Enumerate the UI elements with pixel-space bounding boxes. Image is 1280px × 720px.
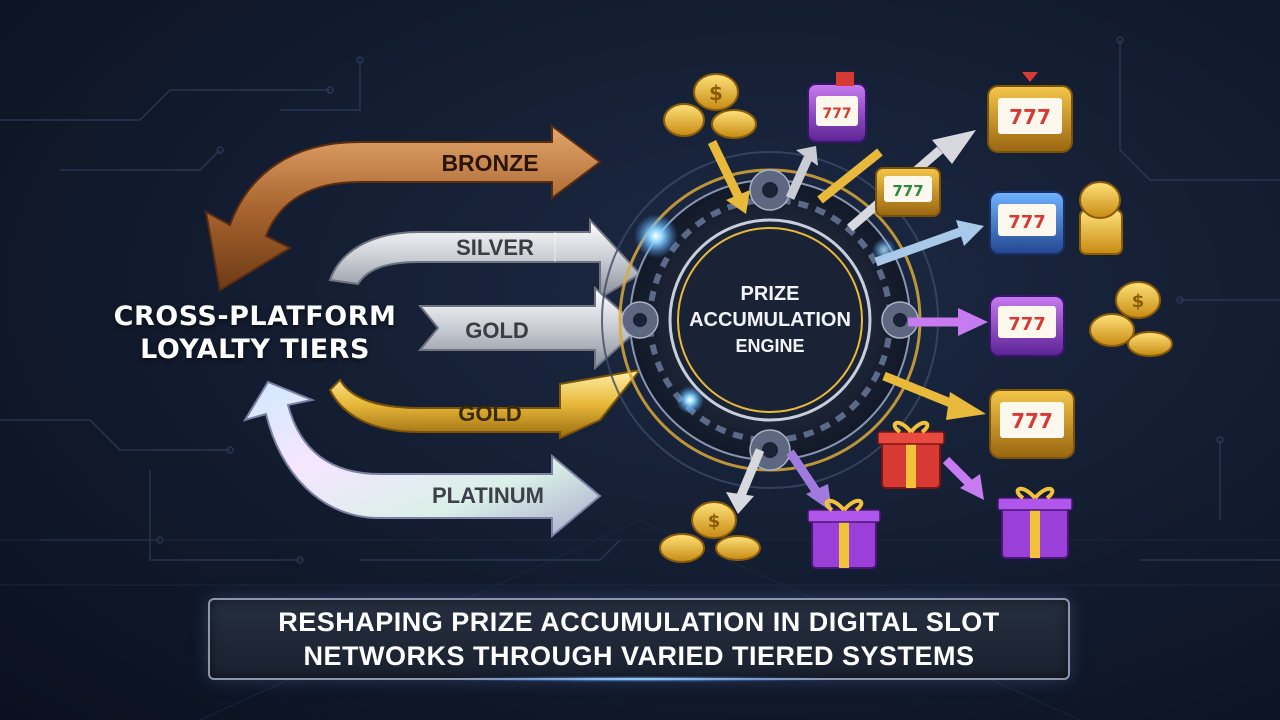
caption-line-2: NETWORKS THROUGH VARIED TIERED SYSTEMS [303,641,975,671]
tier-arrow-platinum [242,380,602,539]
slot-reels: 777 [1008,212,1046,233]
prize-accumulation-engine [601,151,939,489]
slot-reels: 777 [1009,105,1051,129]
engine-title-line-3: ENGINE [735,336,804,356]
tier-arrow-gold-silver [417,285,642,371]
tier-label-gold-2: GOLD [458,401,522,426]
slot-machine-icon [875,167,941,217]
banner-glow [440,676,840,682]
tier-label-gold-1: GOLD [465,318,529,343]
slot-reels: 777 [892,182,923,200]
slot-reels: 777 [1008,314,1046,335]
coin-stack-icon [659,501,761,563]
coin-stack-icon [1079,181,1123,255]
tier-arrow-gold [328,368,643,440]
caption-banner: RESHAPING PRIZE ACCUMULATION IN DIGITAL … [208,598,1070,680]
gift-box-icon [877,420,945,489]
slot-machine-icon [807,72,867,143]
gift-box-icon [997,486,1073,559]
engine-title-line-1: PRIZE [741,283,800,305]
engine-title-line-2: ACCUMULATION [689,309,851,331]
slot-machine-icon [989,191,1065,255]
slot-reels: 777 [1011,409,1053,433]
slot-machine-icon [987,72,1073,153]
slot-machine-icon [989,295,1065,357]
tier-label-silver: SILVER [456,235,534,260]
coin-symbol: $ [709,81,723,105]
gift-box-icon [807,498,881,569]
tier-arrow-silver [328,217,642,300]
slot-machine-icon [989,389,1075,459]
slot-reels: 777 [822,106,851,122]
coin-symbol: $ [1132,291,1145,312]
tier-label-bronze: BRONZE [441,150,538,176]
coin-symbol: $ [708,511,721,532]
loyalty-tiers-title-line-1: CROSS-PLATFORM [113,301,397,332]
loyalty-tiers-title-line-2: LOYALTY TIERS [140,334,370,365]
coin-stack-icon [1089,281,1173,357]
tier-arrow-bronze [204,124,602,292]
coin-stack-icon [663,73,757,139]
caption-line-1: RESHAPING PRIZE ACCUMULATION IN DIGITAL … [278,607,1000,637]
loyalty-tiers-title: CROSS-PLATFORM LOYALTY TIERS [100,300,410,366]
tier-label-platinum: PLATINUM [432,483,544,508]
